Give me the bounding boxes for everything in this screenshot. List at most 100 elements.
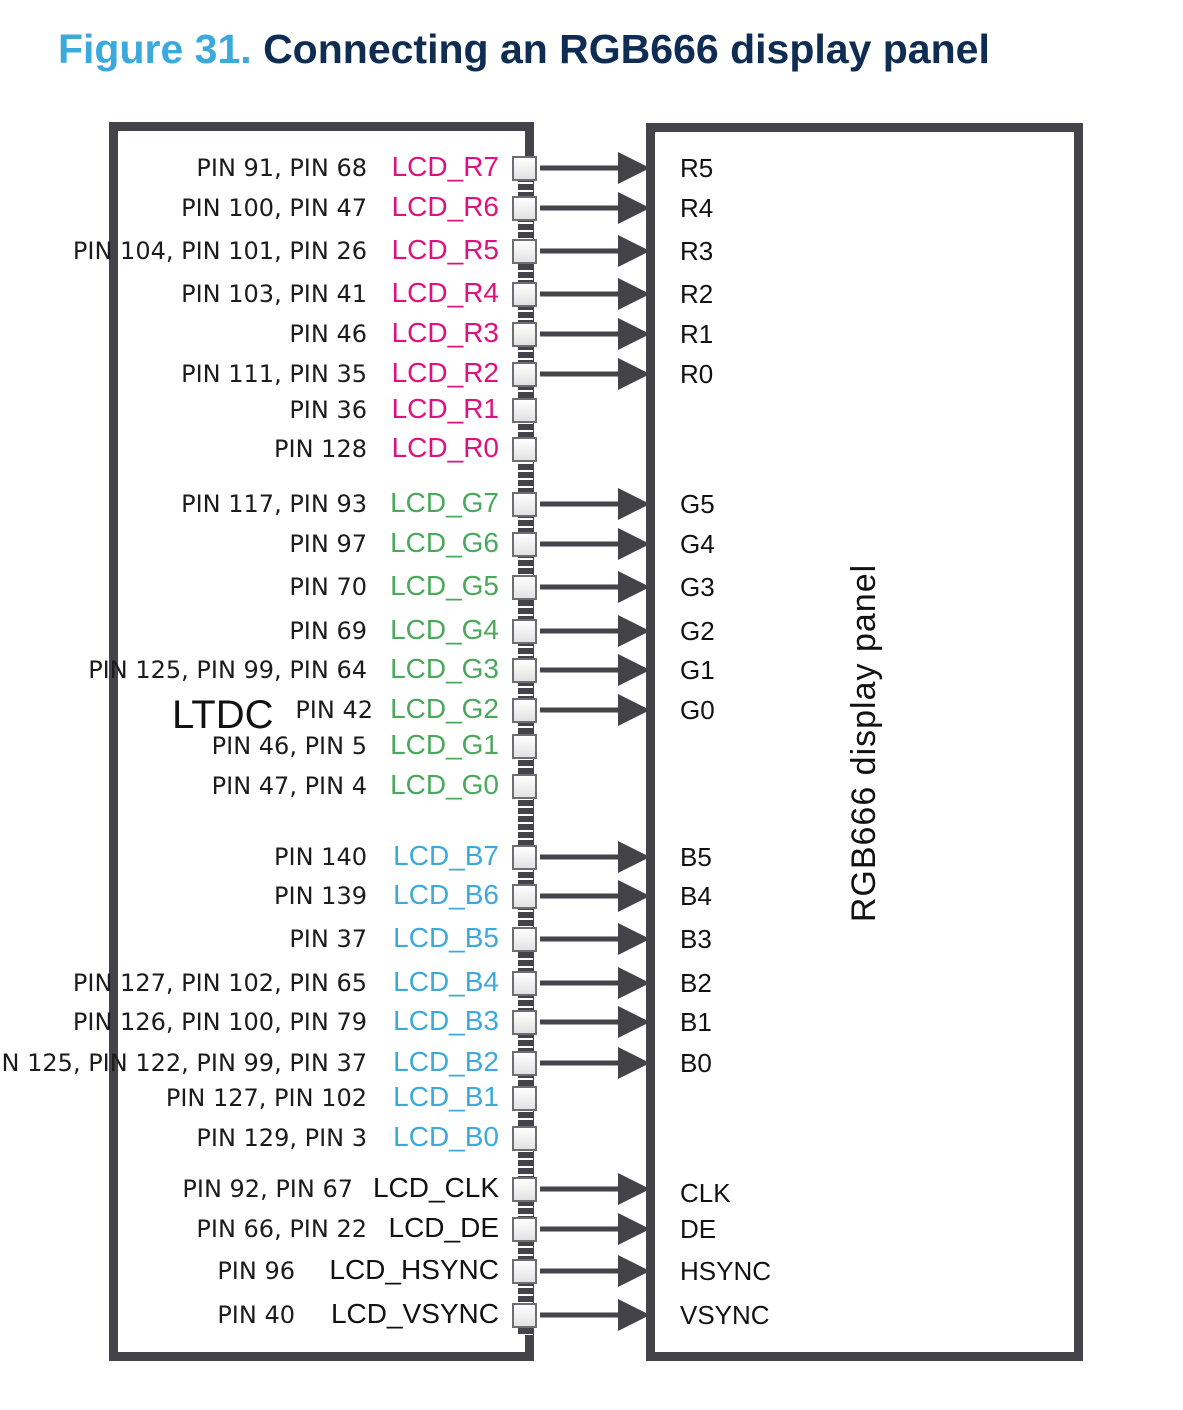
pin-square-lcd-g6 <box>512 532 537 557</box>
signal-lcd-b0: LCD_B0 <box>393 1121 499 1152</box>
ltdc-block <box>109 122 534 1361</box>
pin-numbers-lcd-vsync: PIN 40 <box>217 1301 295 1329</box>
pin-square-lcd-b7 <box>512 845 537 870</box>
display-panel-block <box>646 123 1083 1361</box>
panel-input-g1: G1 <box>680 655 715 685</box>
connection-arrow-r3 <box>540 235 650 267</box>
arrow-head <box>618 1299 650 1331</box>
pin-square-lcd-hsync <box>512 1259 537 1284</box>
pin-square-lcd-b1 <box>512 1086 537 1111</box>
pin-square-lcd-r1 <box>512 398 537 423</box>
pin-square-lcd-b0 <box>512 1126 537 1151</box>
connection-arrow-b2 <box>540 967 650 999</box>
pin-numbers-lcd-b2: PIN 125, PIN 122, PIN 99, PIN 37 <box>0 1049 367 1077</box>
pin-numbers-lcd-clk: PIN 92, PIN 67 <box>182 1175 353 1203</box>
connection-arrow-r5 <box>540 152 650 184</box>
signal-lcd-b1: LCD_B1 <box>393 1081 499 1112</box>
pin-square-lcd-r6 <box>512 196 537 221</box>
pin-square-lcd-g4 <box>512 619 537 644</box>
pin-numbers-lcd-b3: PIN 126, PIN 100, PIN 79 <box>72 1008 367 1036</box>
panel-input-g5: G5 <box>680 489 715 519</box>
panel-input-g4: G4 <box>680 529 715 559</box>
signal-lcd-r1: LCD_R1 <box>391 393 499 424</box>
pin-square-lcd-g5 <box>512 575 537 600</box>
pin-numbers-lcd-g1: PIN 46, PIN 5 <box>211 732 367 760</box>
figure-caption: Connecting an RGB666 display panel <box>263 26 990 72</box>
pin-square-lcd-b4 <box>512 971 537 996</box>
arrow-head <box>618 152 650 184</box>
pin-square-lcd-b3 <box>512 1010 537 1035</box>
signal-lcd-de: LCD_DE <box>388 1212 499 1243</box>
signal-lcd-r7: LCD_R7 <box>391 151 499 182</box>
panel-input-b3: B3 <box>680 924 712 954</box>
pin-numbers-lcd-b4: PIN 127, PIN 102, PIN 65 <box>72 969 367 997</box>
connection-arrow-clk <box>540 1173 650 1205</box>
pin-numbers-lcd-r4: PIN 103, PIN 41 <box>181 280 367 308</box>
signal-lcd-r5: LCD_R5 <box>391 234 499 265</box>
panel-input-g2: G2 <box>680 616 715 646</box>
signal-lcd-b2: LCD_B2 <box>393 1046 499 1077</box>
connection-arrow-g5 <box>540 488 650 520</box>
panel-input-vsync: VSYNC <box>680 1300 770 1330</box>
pin-square-lcd-r0 <box>512 437 537 462</box>
pin-numbers-lcd-r5: PIN 104, PIN 101, PIN 26 <box>72 237 367 265</box>
signal-lcd-g7: LCD_G7 <box>390 487 499 518</box>
signal-lcd-b4: LCD_B4 <box>393 966 499 997</box>
connection-arrow-r2 <box>540 278 650 310</box>
signal-lcd-b3: LCD_B3 <box>393 1005 499 1036</box>
signal-lcd-g3: LCD_G3 <box>390 653 499 684</box>
signal-lcd-r3: LCD_R3 <box>391 317 499 348</box>
signal-lcd-b6: LCD_B6 <box>393 879 499 910</box>
arrow-head <box>618 1173 650 1205</box>
arrow-head <box>618 923 650 955</box>
pin-square-lcd-g7 <box>512 492 537 517</box>
pin-square-lcd-g2 <box>512 698 537 723</box>
connection-arrow-r0 <box>540 358 650 390</box>
arrow-head <box>618 1255 650 1287</box>
pin-square-lcd-r3 <box>512 322 537 347</box>
arrow-head <box>618 318 650 350</box>
panel-input-r5: R5 <box>680 153 714 183</box>
signal-lcd-r0: LCD_R0 <box>391 432 499 463</box>
pin-numbers-lcd-hsync: PIN 96 <box>217 1257 295 1285</box>
arrow-head <box>618 880 650 912</box>
pin-numbers-lcd-g7: PIN 117, PIN 93 <box>181 490 367 518</box>
pin-numbers-lcd-g6: PIN 97 <box>289 530 367 558</box>
signal-lcd-g1: LCD_G1 <box>390 729 499 760</box>
arrow-head <box>618 488 650 520</box>
panel-input-b5: B5 <box>680 842 712 872</box>
signal-lcd-vsync: LCD_VSYNC <box>330 1298 499 1329</box>
connection-arrow-r1 <box>540 318 650 350</box>
panel-input-r0: R0 <box>680 359 714 389</box>
arrow-head <box>618 1047 650 1079</box>
signal-lcd-b7: LCD_B7 <box>393 840 499 871</box>
panel-input-de: DE <box>680 1214 717 1244</box>
connection-arrow-g3 <box>540 571 650 603</box>
pin-numbers-lcd-g5: PIN 70 <box>289 573 367 601</box>
arrow-head <box>618 1006 650 1038</box>
signal-lcd-g0: LCD_G0 <box>390 769 499 800</box>
arrow-head <box>618 1213 650 1245</box>
panel-input-b4: B4 <box>680 881 712 911</box>
pin-numbers-lcd-g2: PIN 42 <box>295 696 373 724</box>
pin-numbers-lcd-g4: PIN 69 <box>289 617 367 645</box>
connection-arrow-r4 <box>540 192 650 224</box>
display-panel-label: RGB666 display panel <box>845 563 883 923</box>
panel-input-r2: R2 <box>680 279 714 309</box>
panel-input-b0: B0 <box>680 1048 712 1078</box>
figure-number: Figure 31. <box>58 26 252 72</box>
panel-input-r4: R4 <box>680 193 714 223</box>
pin-square-lcd-de <box>512 1217 537 1242</box>
arrow-head <box>618 967 650 999</box>
pin-numbers-lcd-b6: PIN 139 <box>274 882 367 910</box>
pin-numbers-lcd-r6: PIN 100, PIN 47 <box>181 194 367 222</box>
pin-square-lcd-b6 <box>512 884 537 909</box>
pin-numbers-lcd-b0: PIN 129, PIN 3 <box>196 1124 367 1152</box>
pin-square-lcd-r4 <box>512 282 537 307</box>
pin-numbers-lcd-de: PIN 66, PIN 22 <box>196 1215 367 1243</box>
arrow-head <box>618 192 650 224</box>
signal-lcd-r6: LCD_R6 <box>391 191 499 222</box>
pin-numbers-lcd-b7: PIN 140 <box>274 843 367 871</box>
pin-square-lcd-vsync <box>512 1303 537 1328</box>
connection-arrow-b4 <box>540 880 650 912</box>
